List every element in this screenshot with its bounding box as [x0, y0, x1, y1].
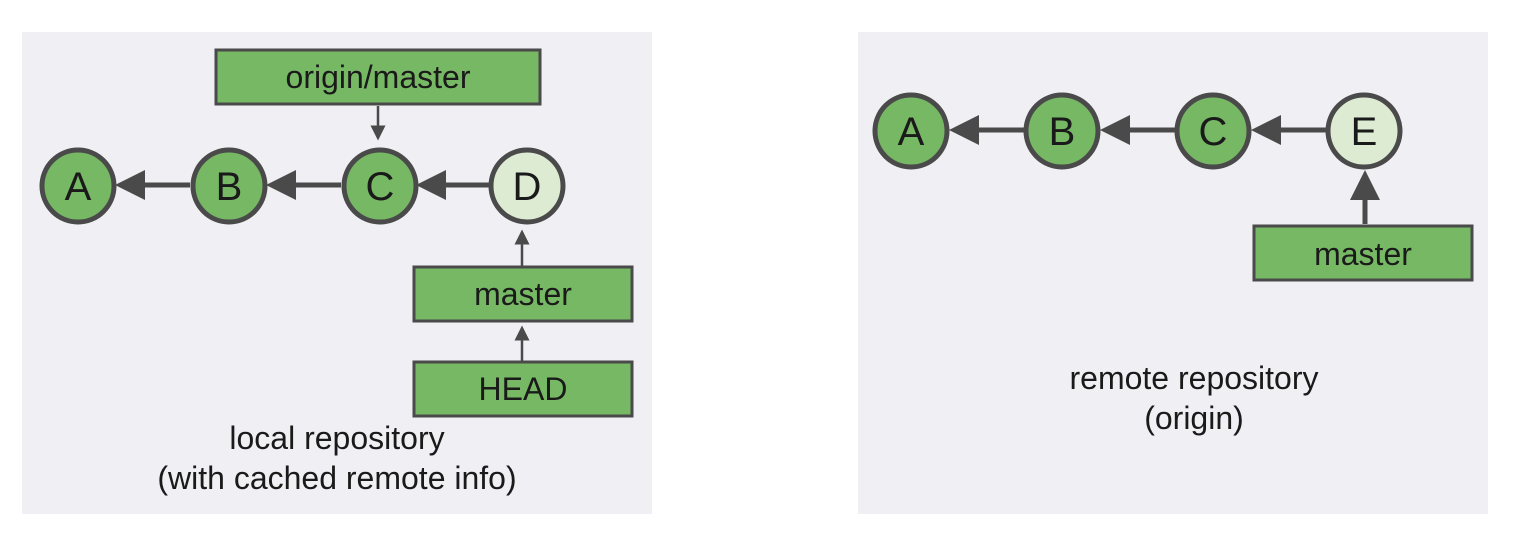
local-ref-master-label: master: [474, 276, 572, 312]
remote-commit-c-label: C: [1199, 110, 1228, 154]
remote-caption-line2: (origin): [1144, 400, 1244, 436]
local-ref-head-label: HEAD: [479, 371, 568, 407]
local-commit-c-label: C: [366, 165, 395, 209]
local-ref-origin-master-label: origin/master: [286, 59, 471, 95]
local-caption-line2: (with cached remote info): [157, 460, 517, 496]
remote-commit-a: A: [872, 92, 950, 170]
local-commit-a: A: [39, 147, 117, 225]
local-commit-c: C: [341, 147, 419, 225]
remote-commit-a-label: A: [898, 110, 925, 154]
remote-commit-c: C: [1174, 92, 1252, 170]
remote-ref-master-label: master: [1314, 236, 1412, 272]
remote-ref-master: master: [1252, 224, 1474, 282]
local-commit-d: D: [488, 147, 566, 225]
local-repository-caption: local repository (with cached remote inf…: [22, 418, 652, 498]
local-ref-head: HEAD: [412, 360, 634, 418]
local-ref-origin-master: origin/master: [214, 48, 542, 106]
local-commit-b: B: [190, 147, 268, 225]
remote-repository-caption: remote repository (origin): [858, 358, 1516, 438]
local-commit-b-label: B: [216, 165, 243, 209]
local-ref-master: master: [412, 265, 634, 323]
local-commit-d-label: D: [513, 165, 542, 209]
remote-commit-e-label: E: [1351, 110, 1378, 154]
remote-caption-line1: remote repository: [1069, 360, 1319, 396]
remote-commit-b: B: [1023, 92, 1101, 170]
local-commit-a-label: A: [65, 165, 92, 209]
remote-commit-e: E: [1325, 92, 1403, 170]
remote-commit-b-label: B: [1049, 110, 1076, 154]
local-caption-line1: local repository: [229, 420, 445, 456]
